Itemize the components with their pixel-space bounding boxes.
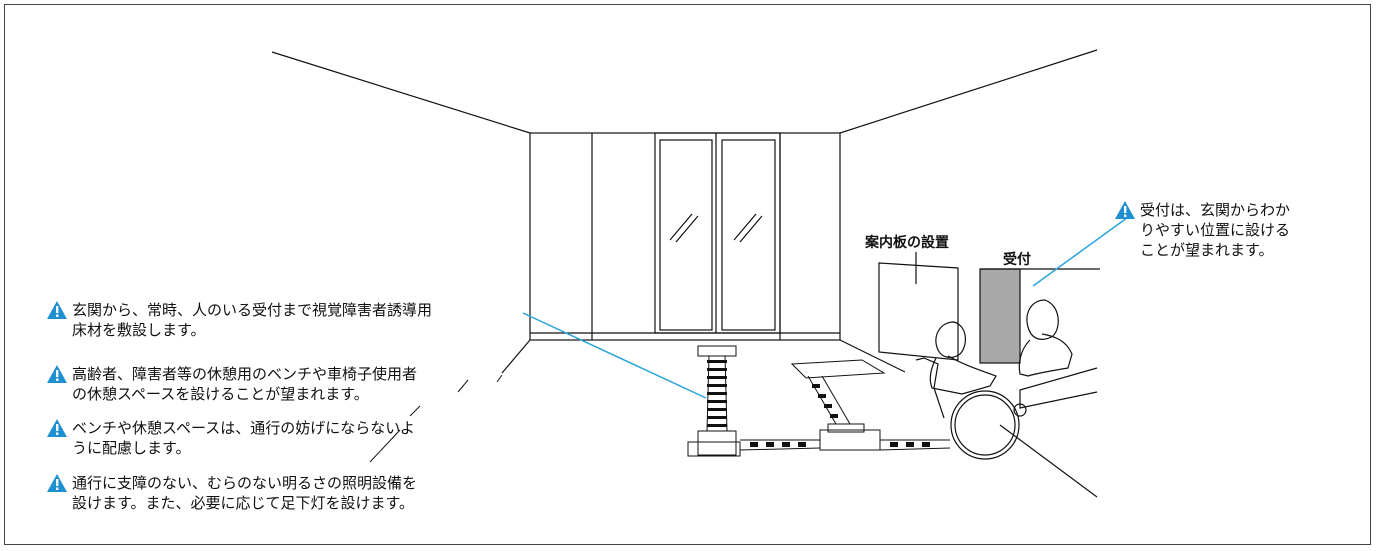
note-line: 通行に支障のない、むらのない明るさの照明設備を xyxy=(72,474,418,492)
note-line: 床材を敷設します。 xyxy=(72,321,206,339)
ceiling-line-right xyxy=(839,49,1098,134)
floor-line-right-front xyxy=(999,424,1098,498)
note-line: うに配慮します。 xyxy=(72,439,191,457)
note-rest-space: 高齢者、障害者等の休憩用のベンチや車椅子使用者 の休憩スペースを設けることが望ま… xyxy=(46,364,417,404)
guide-board-label: 案内板の設置 xyxy=(865,235,949,251)
staff-body xyxy=(1018,333,1073,377)
note-line: 玄関から、常時、人のいる受付まで視覚障害者誘導用 xyxy=(72,301,433,319)
wheelchair-user-body xyxy=(929,355,997,395)
glass-door-right xyxy=(721,139,776,331)
note-line: 受付は、玄関からわか xyxy=(1140,201,1291,219)
glass-door-left xyxy=(659,139,713,331)
tactile-paving-guide xyxy=(706,355,951,451)
wheelchair-user-head xyxy=(935,321,966,359)
tactile-dots xyxy=(707,360,930,447)
note-line: りやすい位置に設ける xyxy=(1140,221,1291,239)
reception-label: 受付 xyxy=(1003,252,1031,268)
note-line: ベンチや休憩スペースは、通行の妨げにならないよ xyxy=(72,419,415,437)
note-bench-placement: ベンチや休憩スペースは、通行の妨げにならないよ うに配慮します。 xyxy=(46,418,415,458)
wheelchair-frame xyxy=(915,357,945,419)
leader-line-reception xyxy=(1032,214,1132,287)
staff-head xyxy=(1026,299,1059,340)
warning-icon xyxy=(47,301,67,319)
note-tactile-paving: 玄関から、常時、人のいる受付まで視覚障害者誘導用 床材を敷設します。 xyxy=(46,300,432,340)
warning-icon xyxy=(1115,201,1135,219)
entrance-door-frame xyxy=(654,132,781,334)
leader-lines xyxy=(522,214,1132,399)
reception-counter xyxy=(1019,367,1098,409)
guide-board xyxy=(878,262,959,361)
note-reception-position: 受付は、玄関からわか りやすい位置に設ける ことが望まれます。 xyxy=(1114,200,1290,260)
pointer-lines xyxy=(369,374,503,463)
floor-line-right xyxy=(839,339,906,373)
note-lighting: 通行に支障のない、むらのない明るさの照明設備を 設けます。また、必要に応じて足下… xyxy=(46,473,417,513)
figure-frame xyxy=(4,4,1371,545)
note-line: 高齢者、障害者等の休憩用のベンチや車椅子使用者 xyxy=(72,365,418,383)
ceiling-line-left xyxy=(271,51,531,134)
floor-line-left xyxy=(501,339,531,374)
warning-icon xyxy=(47,419,67,437)
reception-panel xyxy=(979,268,1021,364)
warning-icon xyxy=(47,474,67,492)
note-line: 設けます。また、必要に応じて足下灯を設けます。 xyxy=(72,494,415,512)
back-wall xyxy=(529,132,841,341)
leader-line-tactile xyxy=(522,312,707,399)
warning-icon xyxy=(47,365,67,383)
wheelchair-wheel xyxy=(950,390,1020,460)
note-line: ことが望まれます。 xyxy=(1140,241,1274,259)
note-line: の休憩スペースを設けることが望まれます。 xyxy=(72,385,369,403)
